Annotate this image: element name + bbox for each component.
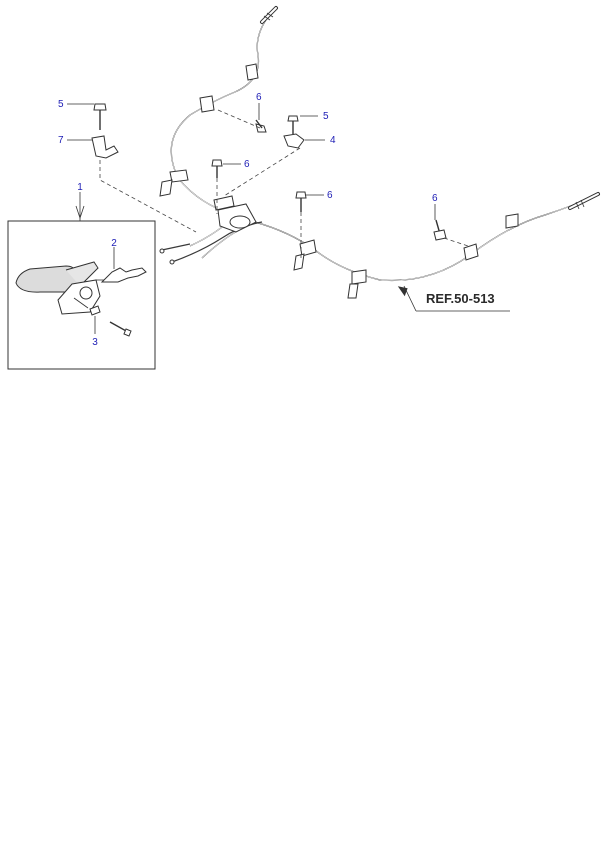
- callout-2: 2: [111, 238, 117, 249]
- bracket-right-a: [293, 239, 317, 271]
- bolt-6-middle: [211, 159, 223, 178]
- callout-4: 4: [330, 135, 336, 146]
- ref-label: REF.50-513: [426, 291, 495, 306]
- cable-end-fitting-right: [568, 192, 600, 210]
- callout-1: 1: [77, 182, 83, 193]
- bolt-6-center-right: [295, 191, 307, 212]
- bracket-right-b: [347, 269, 367, 299]
- bracket-left-upper: [199, 63, 259, 113]
- bolt-6-far-right: [433, 219, 447, 241]
- bolt-5-left: [93, 103, 107, 130]
- bolt-5-right: [287, 115, 299, 134]
- callout-6-top: 6: [256, 92, 262, 103]
- lever-pivot: [79, 286, 93, 300]
- lever-arm: [65, 261, 99, 287]
- callout-6-center-right: 6: [327, 190, 333, 201]
- callout-7: 7: [58, 135, 64, 146]
- brake-switch: [100, 267, 147, 283]
- cable-end-a: [161, 243, 191, 251]
- callout-5-left: 5: [58, 99, 64, 110]
- callout-5-right: 5: [323, 111, 329, 122]
- bracket-right-c: [463, 243, 479, 261]
- rear-cable-right: [201, 194, 599, 282]
- callout-6-far-right: 6: [432, 193, 438, 204]
- callout-3: 3: [92, 337, 98, 348]
- lever-assembly-inset: [7, 220, 156, 370]
- callout-6-middle: 6: [244, 159, 250, 170]
- clip-7: [91, 135, 119, 159]
- bracket-right-d: [505, 213, 519, 229]
- equalizer-assembly: [213, 195, 257, 233]
- ref-pointer: [397, 285, 510, 312]
- bracket-left-lower: [159, 169, 189, 197]
- nut-3: [89, 305, 101, 316]
- cable-end-fitting-top: [260, 6, 278, 24]
- clip-4: [283, 133, 305, 149]
- front-cable: [171, 221, 263, 263]
- bolt-6-top: [255, 119, 267, 133]
